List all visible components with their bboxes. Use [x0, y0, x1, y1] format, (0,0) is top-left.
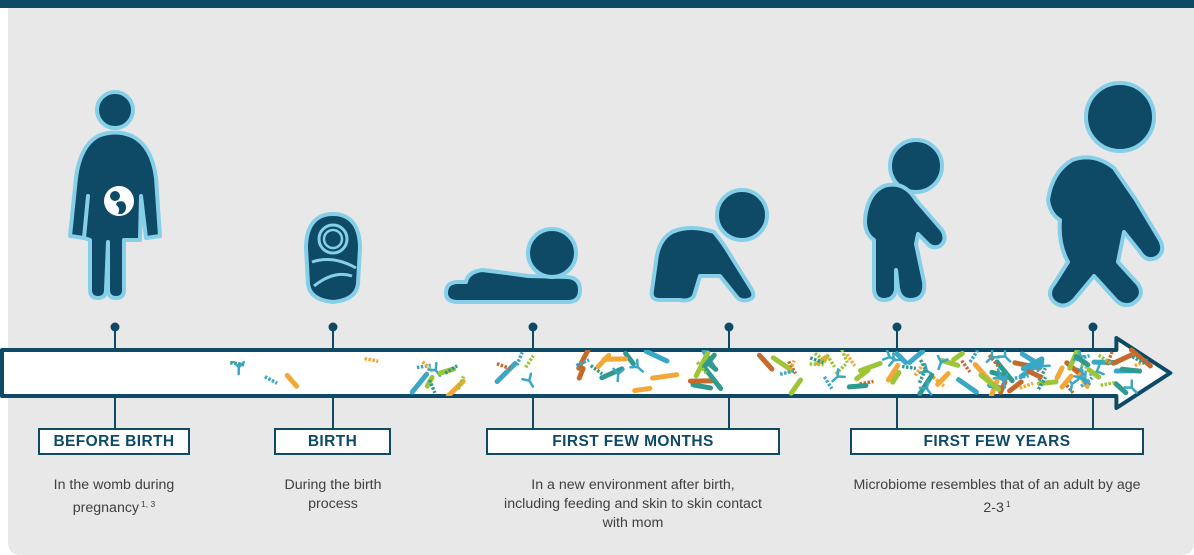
bacterium	[992, 372, 1004, 375]
footnote-ref: 1	[1006, 499, 1011, 509]
swaddled-newborn-icon	[306, 214, 360, 302]
stage-label-first-few-years: FIRST FEW YEARS	[850, 428, 1144, 455]
bacterium	[1122, 369, 1140, 371]
footnote-ref: 1, 3	[141, 499, 155, 509]
description-text: In the womb during pregnancy	[54, 477, 175, 516]
description-text: Microbiome resembles that of an adult by…	[853, 477, 1140, 516]
header-bar	[0, 0, 1194, 8]
bacterium	[693, 385, 710, 388]
stage-description-first-few-months: In a new environment after birth, includ…	[503, 476, 763, 533]
background-panel	[8, 8, 1194, 555]
stage-label-before-birth: BEFORE BIRTH	[38, 428, 190, 455]
bacterium	[653, 375, 677, 378]
stage-description-birth: During the birth process	[262, 476, 404, 514]
stage-description-first-few-years: Microbiome resembles that of an adult by…	[850, 476, 1144, 518]
bacterium	[1039, 382, 1056, 384]
bacterium	[849, 385, 866, 386]
bacterium	[635, 388, 650, 390]
description-text: During the birth process	[285, 477, 382, 512]
description-text: In a new environment after birth, includ…	[504, 477, 762, 531]
stage-label-birth: BIRTH	[274, 428, 391, 455]
stage-label-first-few-months: FIRST FEW MONTHS	[486, 428, 780, 455]
